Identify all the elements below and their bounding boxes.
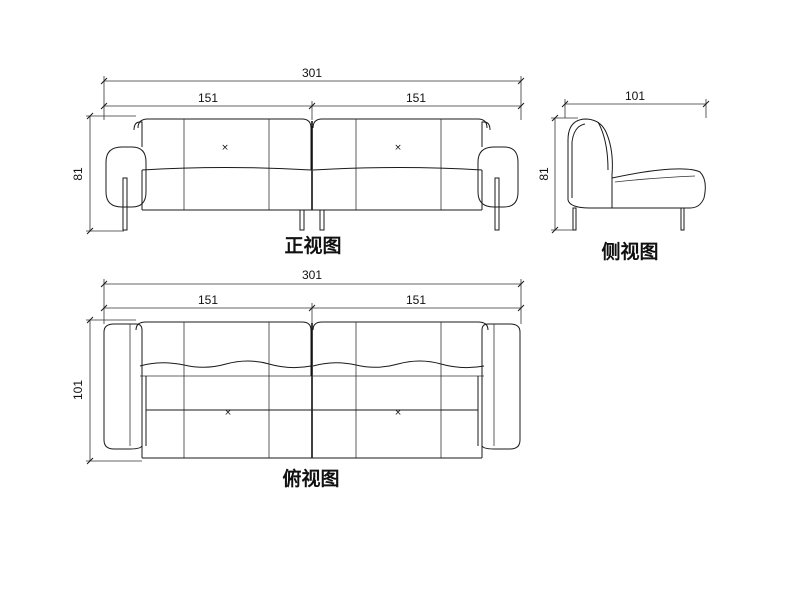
svg-text:×: × <box>221 143 229 153</box>
front-left-half-label: 151 <box>198 91 218 105</box>
top-view: 301 151 151 101 <box>71 268 525 490</box>
front-view-title: 正视图 <box>284 234 341 257</box>
front-view: 301 151 151 81 <box>71 66 525 257</box>
top-depth-label: 101 <box>71 380 85 400</box>
front-overall-width-label: 301 <box>302 66 322 80</box>
side-view-title: 侧视图 <box>601 240 658 263</box>
side-height-dimension: 81 <box>537 114 578 234</box>
top-half-dimensions: 151 151 <box>100 293 525 324</box>
top-view-title: 俯视图 <box>282 467 339 490</box>
svg-text:×: × <box>394 408 402 418</box>
top-overall-dimension: 301 <box>100 268 525 324</box>
front-half-dimensions: 151 151 <box>100 91 525 120</box>
front-overall-dimension: 301 <box>100 66 525 120</box>
top-right-half-label: 151 <box>406 293 426 307</box>
svg-text:×: × <box>224 408 232 418</box>
top-left-half-label: 151 <box>198 293 218 307</box>
top-sofa-outline: × × <box>103 321 521 459</box>
side-sofa-outline <box>567 118 706 231</box>
side-depth-dimension: 101 <box>561 89 710 118</box>
svg-text:×: × <box>394 143 402 153</box>
front-right-half-label: 151 <box>406 91 426 105</box>
front-height-dimension: 81 <box>71 112 136 235</box>
side-depth-label: 101 <box>625 89 645 103</box>
front-height-label: 81 <box>71 167 85 181</box>
front-sofa-outline: × × <box>105 118 519 231</box>
top-depth-dimension: 101 <box>71 316 142 465</box>
side-view: 101 81 侧视图 <box>537 89 710 263</box>
side-height-label: 81 <box>537 167 551 181</box>
top-overall-width-label: 301 <box>302 268 322 282</box>
